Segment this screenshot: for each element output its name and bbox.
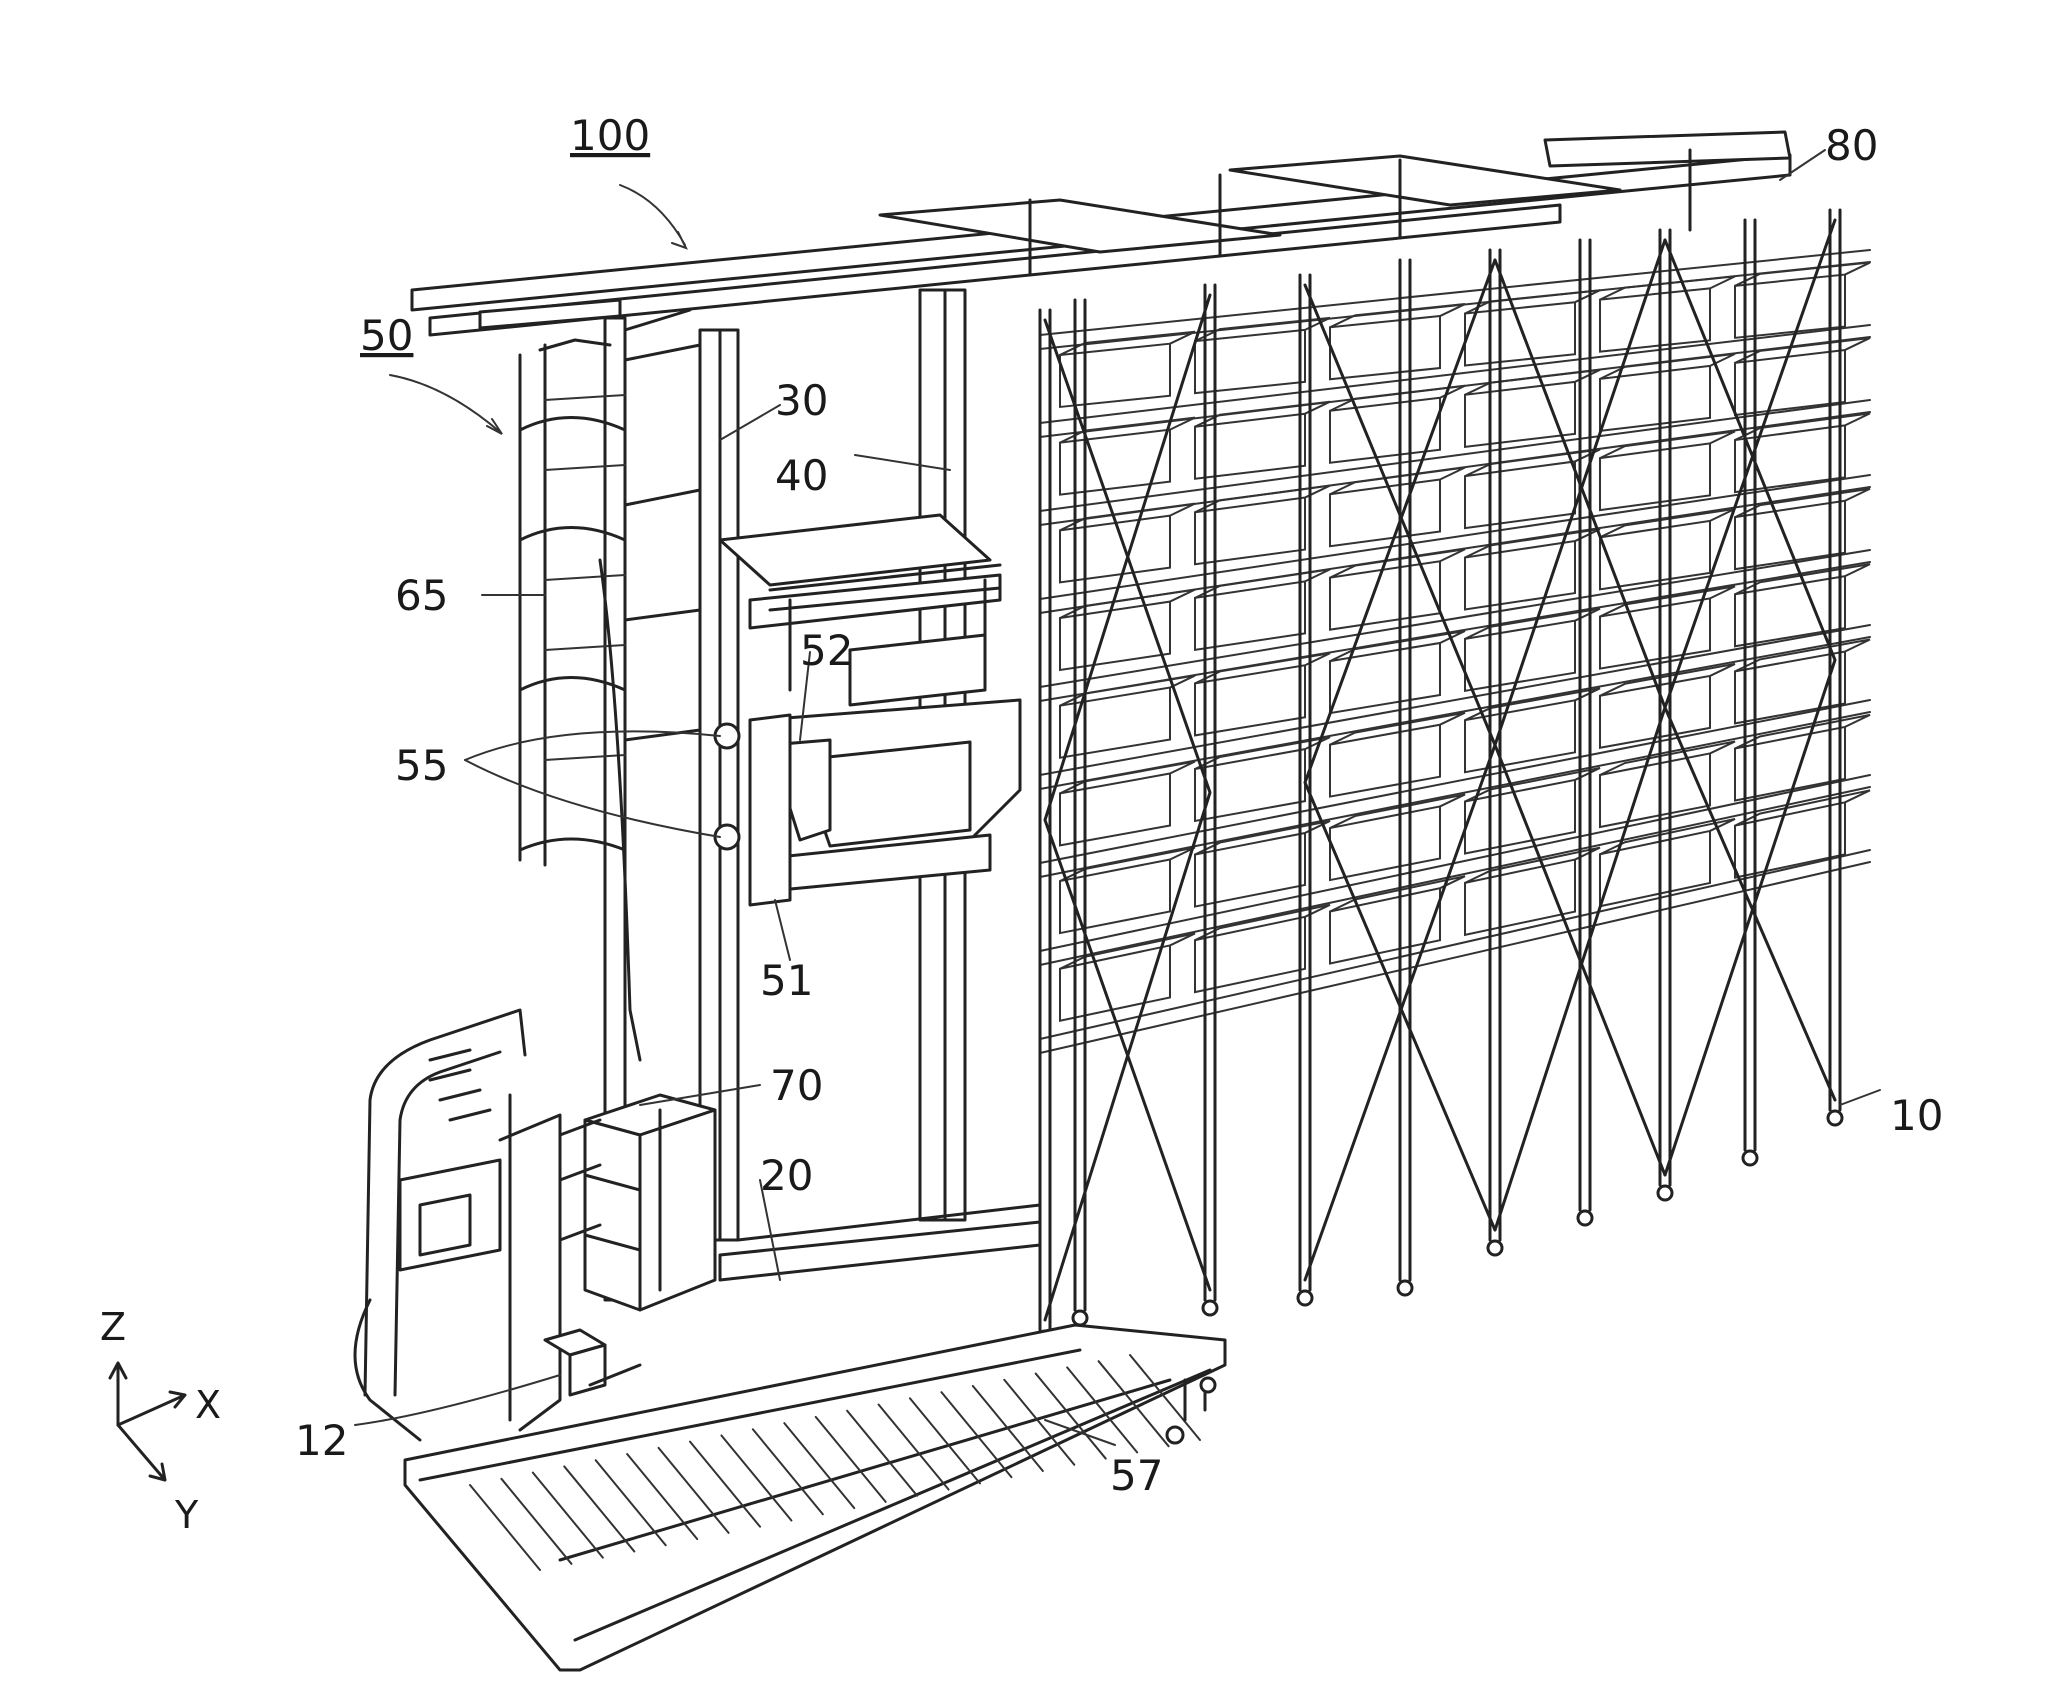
storage-bin — [1060, 762, 1195, 846]
rack-post — [1580, 240, 1590, 1210]
storage-bin — [1330, 549, 1465, 629]
floor-plate — [405, 1325, 1225, 1670]
post-foot — [1578, 1211, 1592, 1225]
carriage — [715, 515, 1020, 905]
storage-bin — [1060, 504, 1195, 583]
label-100: 100 — [570, 111, 650, 160]
post-foot — [1658, 1186, 1672, 1200]
storage-bin — [1060, 590, 1195, 670]
cross-brace — [1045, 295, 1210, 1320]
label-20: 20 — [760, 1151, 813, 1200]
post-foot — [1203, 1301, 1217, 1315]
storage-bin — [1060, 418, 1195, 495]
storage-bin — [1060, 332, 1195, 407]
label-52: 52 — [800, 626, 853, 675]
label-65: 65 — [395, 571, 448, 620]
storage-bin — [1600, 586, 1735, 668]
post-foot — [1298, 1291, 1312, 1305]
post-foot — [1488, 1241, 1502, 1255]
label-55: 55 — [395, 741, 448, 790]
top-frame — [412, 132, 1790, 335]
touch-panel — [420, 1195, 470, 1255]
storage-rack — [1038, 210, 1870, 1345]
label-10: 10 — [1890, 1091, 1943, 1140]
rack-post — [1745, 220, 1755, 1150]
operator-railing — [355, 1010, 600, 1440]
rack-bins — [1060, 263, 1870, 1021]
label-50: 50 — [360, 311, 413, 360]
mast-30 — [700, 330, 720, 1240]
axis-y-label: Y — [174, 1493, 199, 1537]
storage-bin — [1600, 819, 1735, 906]
label-40: 40 — [775, 451, 828, 500]
label-57: 57 — [1110, 1451, 1163, 1500]
rack-post — [1400, 260, 1410, 1280]
axis-x-label: X — [195, 1383, 221, 1427]
axis-indicator: Z X Y — [100, 1305, 221, 1537]
cross-brace — [1665, 220, 1835, 1175]
storage-bin — [1330, 631, 1465, 713]
label-12: 12 — [295, 1416, 348, 1465]
post-foot — [1828, 1111, 1842, 1125]
storage-bin — [1600, 741, 1735, 827]
storage-bin — [1330, 794, 1465, 880]
post-foot — [1073, 1311, 1087, 1325]
base-rail-20 — [720, 1222, 1040, 1280]
post-foot — [1743, 1151, 1757, 1165]
axis-z-label: Z — [100, 1305, 126, 1349]
label-30: 30 — [775, 376, 828, 425]
rack-post — [1075, 300, 1085, 1310]
storage-bin — [1600, 509, 1735, 589]
control-box — [585, 1095, 715, 1310]
label-80: 80 — [1825, 121, 1878, 170]
storage-bin — [1330, 304, 1465, 379]
post-foot — [1398, 1281, 1412, 1295]
storage-bin — [1600, 664, 1735, 748]
label-51: 51 — [760, 956, 813, 1005]
label-70: 70 — [770, 1061, 823, 1110]
